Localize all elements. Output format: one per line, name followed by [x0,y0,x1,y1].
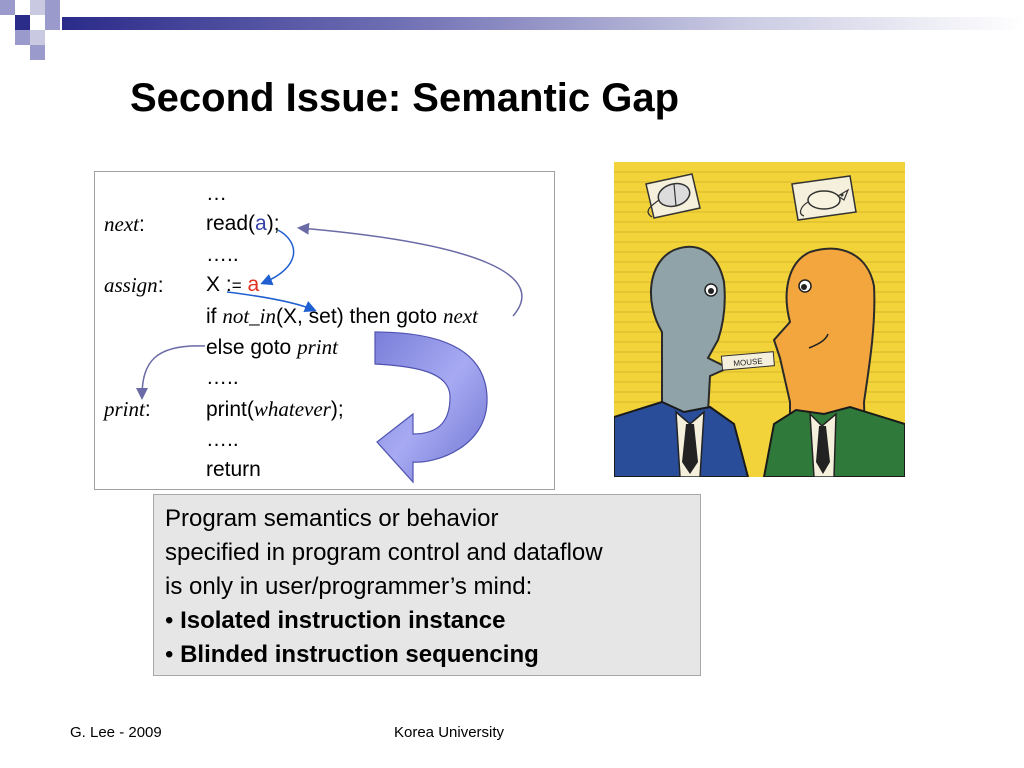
cartoon-illustration: MOUSE [614,162,905,477]
label-next: next [104,212,139,236]
label-print: print [104,397,145,421]
code-line-dots: ….. [206,428,239,451]
bullet-marker: • [165,641,174,668]
header-square [30,45,45,60]
print-suffix: ); [330,398,344,421]
if-function: not_in [222,304,277,328]
computer-mouse-icon [645,173,701,219]
print-prefix: print( [206,398,254,421]
code-line-print: print(whatever); [206,397,344,422]
label-colon: : [157,274,164,297]
assign-equals: = [231,276,242,295]
read-suffix: ); [266,212,280,235]
label-colon: : [144,398,151,421]
header-square [0,0,15,15]
code-line-ellipsis: … [206,182,227,205]
code-line-return: return [206,458,261,481]
code-label-assign: assign: [104,273,164,298]
assign-prefix: X : [206,273,232,296]
animal-mouse-icon [791,175,857,221]
header-square [45,0,60,15]
bullet-marker: • [165,607,174,634]
footer-author: G. Lee - 2009 [70,724,162,741]
label-assign: assign [104,273,158,297]
big-curved-arrow [374,331,488,484]
dataflow-arrow [226,291,317,313]
bullet-text: Isolated instruction instance [180,607,506,634]
assign-value: a [247,273,260,296]
summary-line: Program semantics or behavior [165,505,499,532]
control-flow-arrow [297,222,523,317]
else-keyword: else goto [206,336,298,359]
bullet-text: Blinded instruction sequencing [180,641,539,668]
else-target: print [297,335,338,359]
if-target: next [442,304,478,328]
code-line-assign: X := a [206,273,259,298]
control-flow-arrow [136,345,206,400]
two-heads-illustration: MOUSE [614,162,905,477]
code-line-else: else goto print [206,335,338,360]
mouse-sign: MOUSE [720,351,775,371]
header-square [45,15,60,30]
footer-institution: Korea University [394,724,505,741]
if-keyword: if [206,305,223,328]
header-square [15,30,30,45]
code-line-dots: ….. [206,366,239,389]
header-square [30,30,45,45]
svg-text:MOUSE: MOUSE [733,357,763,369]
code-line-read: read(a); [206,212,280,236]
dataflow-arrow [260,229,295,286]
summary-line: is only in user/programmer’s mind: [165,573,533,600]
header-square [15,15,30,30]
header-gradient-bar [62,17,1024,30]
summary-box: Program semantics or behavior specified … [153,494,701,676]
code-label-next: next: [104,212,145,237]
bullet-item: • Blinded instruction sequencing [165,641,539,669]
label-colon: : [138,213,145,236]
flow-arrows-overlay [136,222,523,484]
read-prefix: read( [206,212,256,235]
bullet-item: • Isolated instruction instance [165,607,505,635]
read-variable: a [255,212,267,235]
print-argument: whatever [253,397,331,421]
code-label-print: print: [104,397,151,422]
summary-line: specified in program control and dataflo… [165,539,603,566]
code-listing: … next: read(a); ….. assign: X := a if n… [94,171,555,490]
code-line-dots: ….. [206,243,239,266]
header-square [30,0,45,15]
slide-title: Second Issue: Semantic Gap [130,76,680,120]
